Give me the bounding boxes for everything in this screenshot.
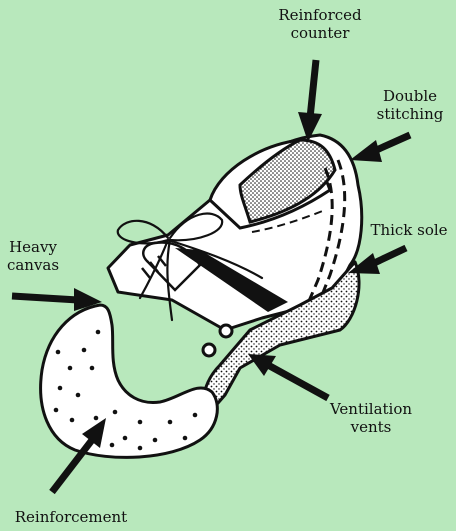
label-double-stitching: Double stitching (368, 87, 452, 123)
toe-reinforcement (41, 305, 218, 457)
label-ventilation-vents: Ventilation vents (316, 400, 426, 436)
ventilation-vent-holes (203, 325, 232, 356)
label-heavy-canvas: Heavy canvas (2, 238, 64, 274)
arrow-reinforced-counter (298, 60, 322, 142)
label-reinforcement: Reinforcement (6, 508, 136, 526)
arrow-ventilation-vents (248, 354, 328, 398)
label-reinforced-counter: Reinforced counter (270, 6, 370, 42)
label-thick-sole: Thick sole (364, 221, 454, 239)
arrow-double-stitching (350, 135, 410, 162)
